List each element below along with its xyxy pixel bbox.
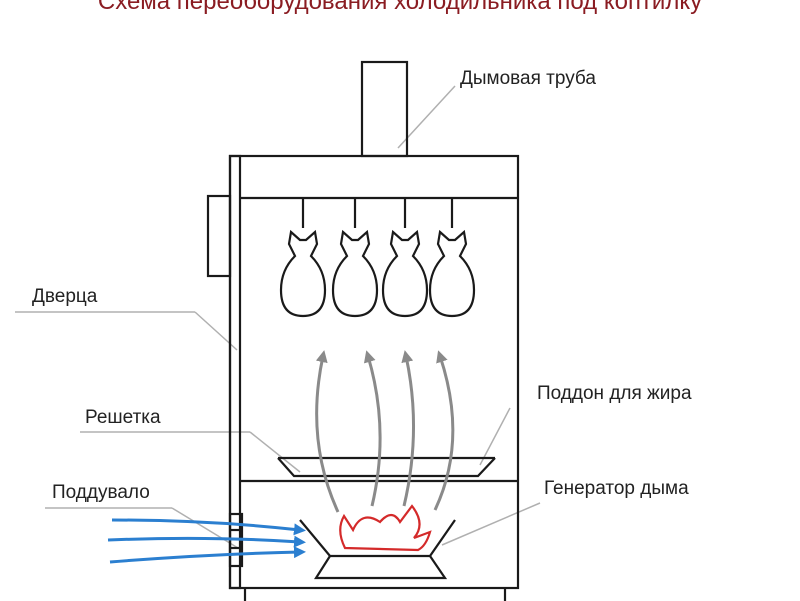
air-flow-arrow-icon (107, 535, 306, 548)
label-chimney: Дымовая труба (460, 68, 596, 89)
chimney (360, 60, 409, 158)
grease-tray (277, 457, 496, 478)
fish-icon (381, 230, 429, 318)
leader-tray (479, 407, 511, 466)
fridge-cabinet (228, 154, 520, 590)
diagram-title: Схема переоборудования холодильника под … (97, 0, 703, 15)
label-door: Дверца (32, 286, 98, 307)
air-flow-arrow-icon (109, 546, 306, 564)
smoke-arrow-icon (401, 350, 416, 507)
fish-group (279, 230, 476, 318)
smoker-body (206, 60, 520, 601)
smoke-arrow-icon (315, 350, 340, 513)
door-panel (228, 154, 242, 590)
flame-icon (339, 504, 432, 552)
smoke-arrow-icon (433, 350, 455, 511)
smoke-arrow-icon (363, 350, 382, 507)
fish-icon (279, 230, 327, 318)
air-flow-arrows (107, 518, 306, 564)
leader-grate-diag (249, 431, 301, 473)
smoke-generator-base (313, 555, 448, 580)
leader-blower-diag (171, 507, 239, 549)
fish-icon (428, 230, 476, 318)
label-grease-tray: Поддон для жира (537, 383, 692, 404)
label-smoke-generator: Генератор дыма (544, 478, 689, 499)
fish-icon (331, 230, 379, 318)
label-blower: Поддувало (52, 482, 150, 503)
leader-generator (441, 502, 541, 546)
door-handle (206, 194, 232, 278)
smoke-arrows (315, 350, 455, 513)
air-flow-arrow-icon (111, 518, 306, 536)
smoke-generator-bowl (299, 519, 456, 558)
hooks (301, 198, 454, 228)
label-grate: Решетка (85, 407, 161, 428)
